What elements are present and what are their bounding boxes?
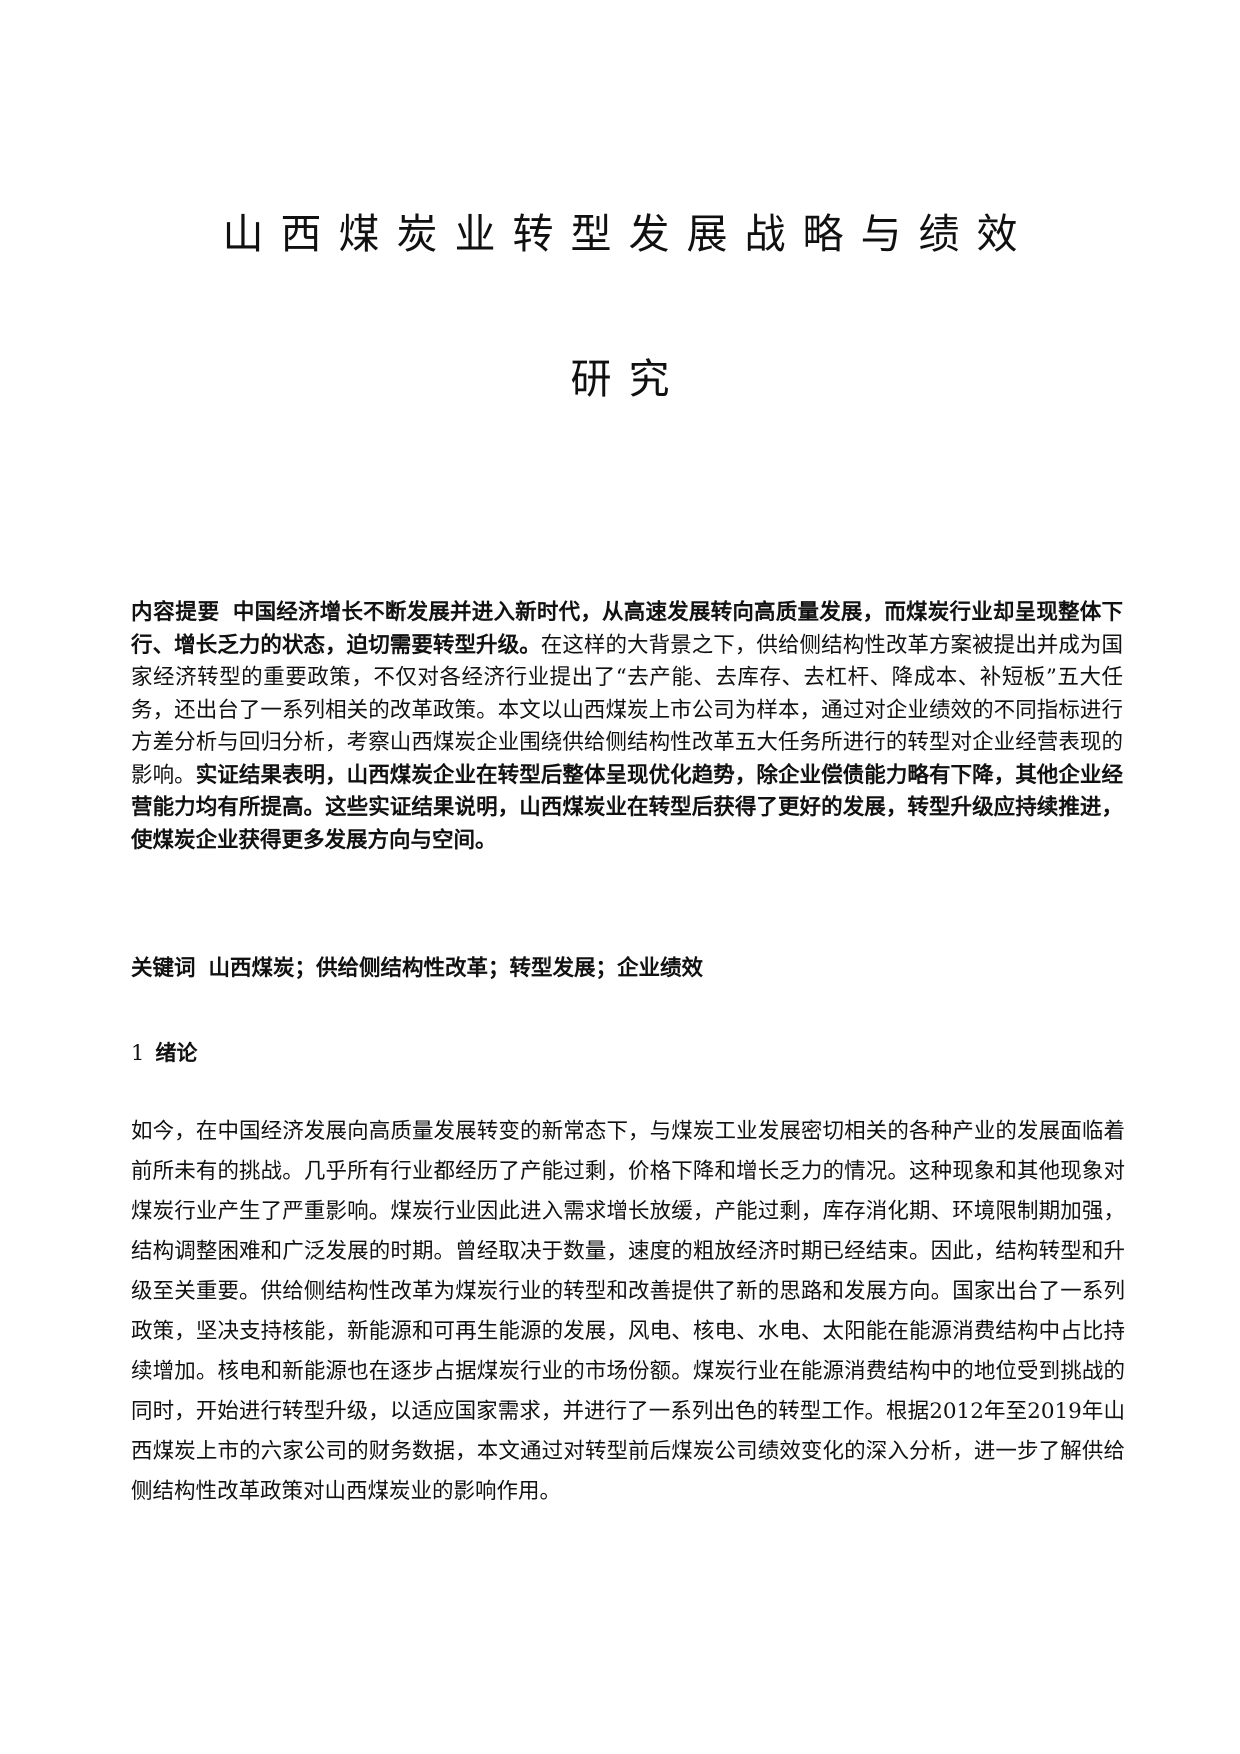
abstract-label: 内容提要 [131, 600, 220, 625]
keywords-value: 山西煤炭；供给侧结构性改革；转型发展；企业绩效 [208, 956, 704, 981]
abstract-block: 内容提要中国经济增长不断发展并进入新时代，从高速发展转向高质量发展，而煤炭行业却… [131, 597, 1123, 857]
paper-title-line-1: 山西煤炭业转型发展战略与绩效 [222, 211, 1035, 257]
paper-title: 山西煤炭业转型发展战略与绩效 研究 [130, 214, 1110, 400]
abstract-normal-part: 在这样的大背景之下，供给侧结构性改革方案被提出并成为国家经济转型的重要政策，不仅… [131, 632, 1123, 788]
keywords-block: 关键词山西煤炭；供给侧结构性改革；转型发展；企业绩效 [131, 953, 1123, 985]
paper-title-line-2: 研究 [570, 356, 687, 402]
section-title: 绪论 [155, 1040, 198, 1065]
abstract-bold-part-1: 中国经济增长不断发展并进入新时代，从高速发展转向高质量发展，而煤炭行业却呈现整体… [131, 600, 1123, 658]
section-number: 1 [131, 1041, 145, 1065]
abstract-bold-part-2: 实证结果表明，山西煤炭企业在转型后整体呈现优化趋势，除企业偿债能力略有下降，其他… [131, 762, 1123, 853]
keywords-label: 关键词 [131, 956, 196, 981]
section-heading-1: 1 绪论 [131, 1037, 197, 1069]
body-paragraph-1: 如今，在中国经济发展向高质量发展转变的新常态下，与煤炭工业发展密切相关的各种产业… [131, 1119, 1125, 1504]
